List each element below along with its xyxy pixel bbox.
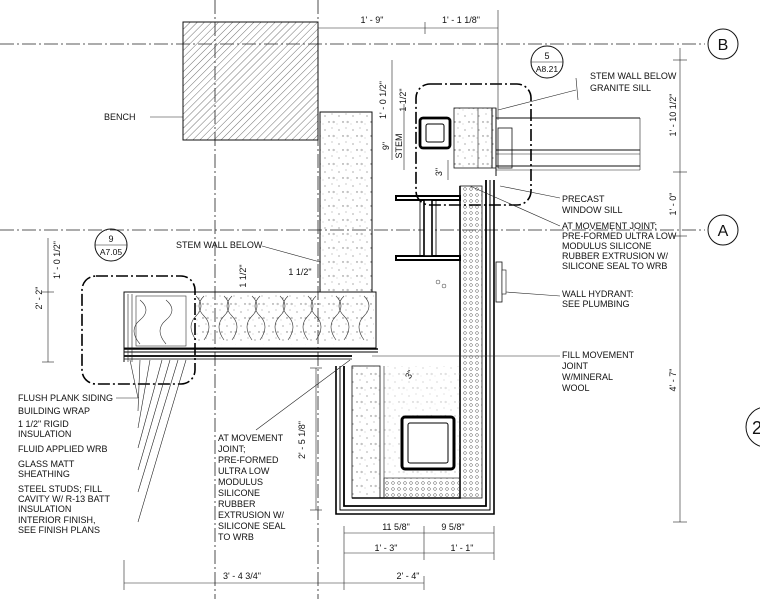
window-sill xyxy=(495,108,641,176)
svg-text:9: 9 xyxy=(108,234,113,244)
upper-steel-tube xyxy=(418,107,497,169)
svg-text:FLUSH PLANK SIDING: FLUSH PLANK SIDING xyxy=(18,393,113,403)
grid-bubble-partial: 2 xyxy=(745,407,760,447)
dimension-lines xyxy=(42,10,687,590)
svg-text:INSULATION: INSULATION xyxy=(18,504,71,514)
svg-text:SEE PLUMBING: SEE PLUMBING xyxy=(562,299,630,309)
svg-text:W/MINERAL: W/MINERAL xyxy=(562,372,613,382)
leader-lines xyxy=(116,77,579,523)
svg-text:1 1/2": 1 1/2" xyxy=(238,264,248,287)
svg-text:EXTRUSION W/: EXTRUSION W/ xyxy=(218,510,285,520)
steel-i-beam xyxy=(395,195,461,261)
svg-text:1 1/2": 1 1/2" xyxy=(398,88,408,111)
notes: BENCH STEM WALL BELOW STEM WALL BELOW GR… xyxy=(18,71,677,542)
svg-text:B: B xyxy=(718,37,729,54)
grid-bubble-a: A xyxy=(707,214,739,246)
wall-hydrant xyxy=(435,261,507,303)
svg-text:INSULATION: INSULATION xyxy=(18,429,71,439)
svg-text:TO WRB: TO WRB xyxy=(218,532,254,542)
svg-text:5: 5 xyxy=(544,51,549,61)
svg-text:MODULUS: MODULUS xyxy=(218,477,263,487)
svg-text:1' - 0": 1' - 0" xyxy=(668,193,678,216)
svg-text:1' - 3": 1' - 3" xyxy=(375,543,398,553)
svg-text:1' - 9": 1' - 9" xyxy=(361,15,384,25)
svg-text:SHEATHING: SHEATHING xyxy=(18,469,70,479)
svg-text:GLASS MATT: GLASS MATT xyxy=(18,459,75,469)
svg-text:JOINT;: JOINT; xyxy=(218,444,246,454)
svg-text:AT MOVEMENT JOINT;: AT MOVEMENT JOINT; xyxy=(562,221,657,231)
svg-text:WALL HYDRANT:: WALL HYDRANT: xyxy=(562,289,633,299)
callout-boundary-9 xyxy=(81,275,196,385)
svg-text:2: 2 xyxy=(752,418,760,438)
svg-text:A8.21: A8.21 xyxy=(536,64,558,74)
note-stem-wall-left: STEM WALL BELOW xyxy=(176,240,263,250)
svg-text:STEM: STEM xyxy=(394,133,404,158)
dimension-text: 1' - 9" 1' - 1 1/8" 1' - 0 1/2" 1 1/2" 9… xyxy=(34,15,678,581)
svg-text:FLUID APPLIED WRB: FLUID APPLIED WRB xyxy=(18,444,108,454)
svg-text:STEEL STUDS; FILL: STEEL STUDS; FILL xyxy=(18,484,102,494)
svg-text:1' - 0 1/2": 1' - 0 1/2" xyxy=(52,241,62,279)
svg-text:A: A xyxy=(718,223,729,240)
svg-text:AT MOVEMENT: AT MOVEMENT xyxy=(218,433,284,443)
svg-text:SILICONE SEAL: SILICONE SEAL xyxy=(218,521,286,531)
svg-text:BUILDING WRAP: BUILDING WRAP xyxy=(18,406,90,416)
svg-text:WOOL: WOOL xyxy=(562,383,590,393)
callout-boundary-5 xyxy=(415,83,532,206)
svg-text:1' - 1 1/8": 1' - 1 1/8" xyxy=(442,15,480,25)
svg-text:MODULUS SILICONE: MODULUS SILICONE xyxy=(562,241,652,251)
svg-text:PRE-FORMED: PRE-FORMED xyxy=(218,455,279,465)
svg-text:RUBBER: RUBBER xyxy=(218,499,256,509)
svg-text:11 5/8": 11 5/8" xyxy=(382,522,410,532)
svg-text:SILICONE: SILICONE xyxy=(218,488,260,498)
note-precast-2: WINDOW SILL xyxy=(562,205,623,215)
svg-text:SEE FINISH PLANS: SEE FINISH PLANS xyxy=(18,525,100,535)
svg-text:A7.05: A7.05 xyxy=(100,247,122,257)
concrete-stem xyxy=(319,111,373,293)
note-granite-sill: GRANITE SILL xyxy=(590,83,651,93)
svg-text:9": 9" xyxy=(381,142,391,150)
note-bench: BENCH xyxy=(104,112,136,122)
svg-text:PRE-FORMED ULTRA LOW: PRE-FORMED ULTRA LOW xyxy=(562,231,677,241)
svg-text:4' - 7": 4' - 7" xyxy=(668,369,678,392)
vertical-wall xyxy=(335,180,495,515)
svg-text:FILL MOVEMENT: FILL MOVEMENT xyxy=(562,350,635,360)
svg-text:3": 3" xyxy=(434,168,444,176)
svg-text:RUBBER EXTRUSION W/: RUBBER EXTRUSION W/ xyxy=(562,251,669,261)
svg-text:CAVITY W/ R-13 BATT: CAVITY W/ R-13 BATT xyxy=(18,494,111,504)
svg-text:9 5/8": 9 5/8" xyxy=(441,522,464,532)
grid-bubble-b: B xyxy=(707,28,739,60)
svg-text:1 1/2": 1 1/2" xyxy=(288,267,311,277)
svg-text:2' - 4": 2' - 4" xyxy=(397,571,420,581)
note-stem-wall-right: STEM WALL BELOW xyxy=(590,71,677,81)
svg-text:2' - 5 1/8": 2' - 5 1/8" xyxy=(297,421,307,459)
svg-text:ULTRA LOW: ULTRA LOW xyxy=(218,466,270,476)
svg-text:JOINT: JOINT xyxy=(562,361,589,371)
svg-text:2' - 2": 2' - 2" xyxy=(34,287,44,310)
detail-tag-9[interactable]: 9 A7.05 xyxy=(94,228,128,262)
svg-text:SILICONE SEAL TO WRB: SILICONE SEAL TO WRB xyxy=(562,261,667,271)
svg-text:3' - 4 3/4": 3' - 4 3/4" xyxy=(223,571,261,581)
svg-text:INTERIOR FINISH,: INTERIOR FINISH, xyxy=(18,515,96,525)
svg-text:1' - 1": 1' - 1" xyxy=(451,543,474,553)
note-precast-1: PRECAST xyxy=(562,194,605,204)
svg-text:1 1/2" RIGID: 1 1/2" RIGID xyxy=(18,419,69,429)
svg-text:1' - 10 1/2": 1' - 10 1/2" xyxy=(668,94,678,137)
svg-text:1' - 0 1/2": 1' - 0 1/2" xyxy=(378,81,388,119)
horizontal-wall xyxy=(123,291,378,362)
detail-tag-5[interactable]: 5 A8.21 xyxy=(530,45,564,79)
bench xyxy=(182,21,319,141)
